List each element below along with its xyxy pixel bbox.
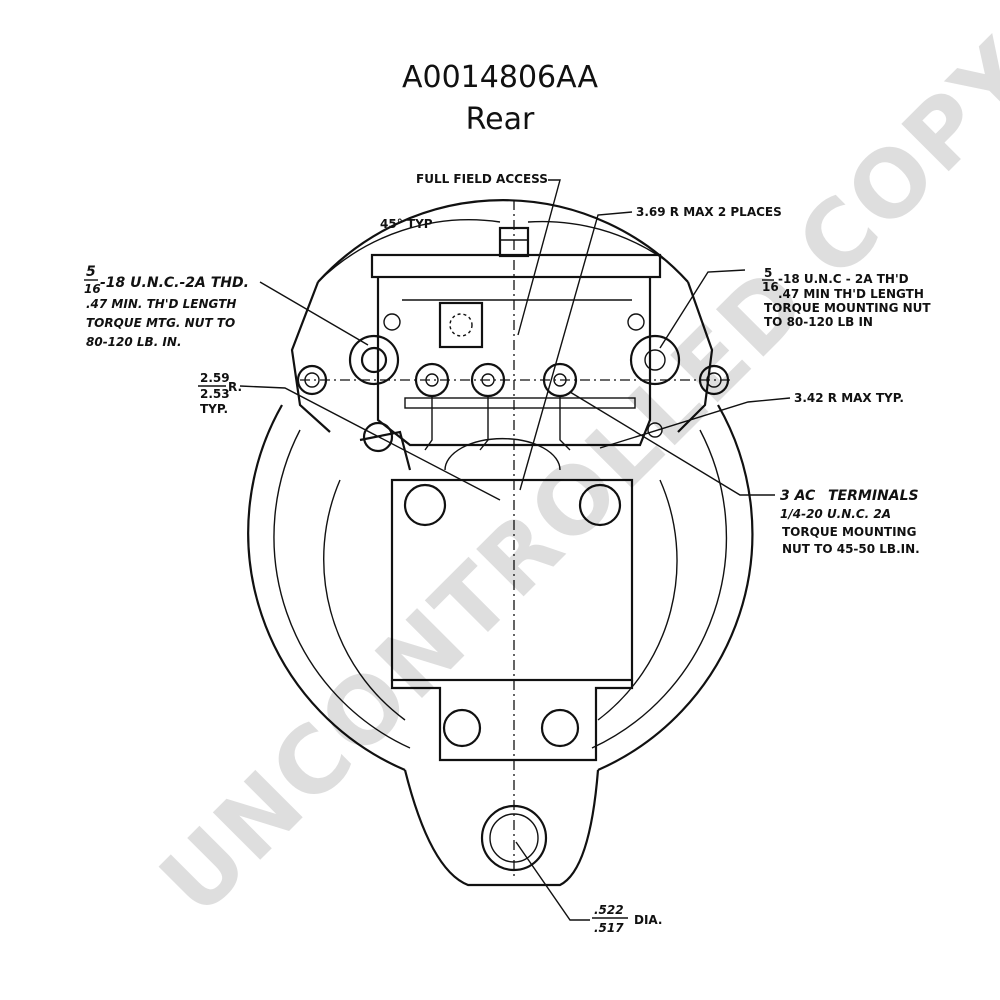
top-arc [317, 199, 689, 283]
top-strip [370, 253, 662, 279]
label-angle-typ: 45° TYP [380, 217, 433, 231]
right-thread-line1: -18 U.N.C - 2A TH'D [778, 272, 909, 286]
left-thread-line2: .47 MIN. TH'D LENGTH [86, 297, 236, 311]
dia-upper: .522 [594, 903, 624, 917]
view-subtitle: Rear [465, 102, 535, 137]
left-thread-frac-num: 5 [86, 264, 96, 280]
ac-terminals-line1-rest: TERMINALS [828, 488, 919, 504]
fan-hub [444, 437, 561, 471]
leader-left-thread [259, 281, 369, 346]
upper-left-nut-icon [403, 483, 447, 527]
right-stud-icon [629, 334, 681, 386]
ac-lead-3 [559, 396, 571, 451]
left-stud-icon [348, 334, 400, 386]
leader-radius-max-2 [519, 211, 633, 491]
left-outer-arc [247, 404, 406, 772]
radius-small-upper: 2.59 [200, 371, 230, 385]
lower-right-nut-icon [540, 708, 580, 748]
regulator-body [376, 277, 652, 447]
right-thread-frac-den: 16 [762, 280, 779, 294]
left-thread-line1: -18 U.N.C.-2A THD. [100, 275, 249, 291]
radius-small-lower: 2.53 [200, 387, 230, 401]
right-rotor-arc [597, 479, 678, 721]
label-left-thread: 5 16 -18 U.N.C.-2A THD. .47 MIN. TH'D LE… [84, 264, 249, 349]
leader-lines [239, 179, 791, 921]
right-thread-line2: .47 MIN TH'D LENGTH [778, 287, 924, 301]
label-right-thread: 5 16 -18 U.N.C - 2A TH'D .47 MIN TH'D LE… [762, 266, 931, 329]
right-ear [677, 281, 714, 433]
ac-lead-1 [424, 396, 433, 451]
label-radius-max-typ: 3.42 R MAX TYP. [794, 391, 904, 405]
label-radius-small: 2.59 2.53 R. TYP. [198, 371, 242, 416]
leader-full-field [517, 179, 561, 336]
lower-block [390, 680, 634, 762]
radius-small-typ: TYP. [200, 402, 228, 416]
right-stud-core [644, 349, 666, 371]
bottom-lug [403, 769, 600, 887]
radius-small-suffix: R. [228, 380, 242, 394]
ac-terminals-line2: 1/4-20 U.N.C. 2A [780, 507, 891, 521]
left-thread-line3: TORQUE MTG. NUT TO [86, 316, 235, 330]
left-thread-frac-den: 16 [84, 282, 101, 296]
ac-terminals-line1-bold: 3 AC [780, 488, 816, 504]
screw-right-icon [627, 313, 645, 331]
terminal-strip [404, 397, 636, 409]
label-full-field-access: FULL FIELD ACCESS [416, 172, 548, 186]
leader-ac-terminals [569, 391, 775, 496]
dia-lower: .517 [594, 921, 624, 935]
left-bracket [359, 430, 412, 471]
angle-arc-left [317, 219, 501, 283]
bracket-screw-icon [362, 421, 394, 453]
ac-lead-2 [479, 396, 489, 451]
left-ear [290, 281, 331, 433]
label-ac-terminals: 3 AC TERMINALS 1/4-20 U.N.C. 2A TORQUE M… [780, 488, 920, 556]
access-hole [449, 313, 473, 337]
screw-left-icon [383, 313, 401, 331]
left-thread-line4: 80-120 LB. IN. [86, 335, 182, 349]
part-number-title: A0014806AA [401, 60, 598, 95]
leader-radius-small [239, 385, 501, 501]
ac-terminals-line3: TORQUE MOUNTING [782, 525, 916, 539]
leader-right-thread [659, 269, 746, 349]
leader-radius-max-typ [599, 397, 791, 449]
main-block [390, 478, 634, 682]
rectifier-plate [359, 421, 634, 872]
right-inner-arc [591, 429, 728, 749]
right-outer-arc [597, 404, 754, 772]
watermark-text: UNCONTROLLED COPY [140, 19, 1000, 935]
angle-arc-right [527, 220, 666, 261]
small-screw-icon [647, 422, 663, 438]
left-rotor-arc [323, 479, 406, 721]
right-thread-line4: TO 80-120 LB IN [764, 315, 873, 329]
right-thread-line3: TORQUE MOUNTING NUT [764, 301, 931, 315]
dia-suffix: DIA. [634, 913, 663, 927]
access-box [438, 301, 484, 349]
leader-dia [515, 841, 590, 921]
ac-terminals-line4: NUT TO 45-50 LB.IN. [782, 542, 920, 556]
left-inner-arc [273, 429, 411, 749]
housing-outline [247, 199, 754, 887]
label-dia: .522 .517 DIA. [592, 903, 663, 935]
upper-right-nut-icon [578, 483, 622, 527]
lower-left-nut-icon [442, 708, 482, 748]
right-thread-frac-num: 5 [764, 266, 772, 280]
left-stud-nut [360, 346, 388, 374]
label-radius-max-2: 3.69 R MAX 2 PLACES [636, 205, 782, 219]
